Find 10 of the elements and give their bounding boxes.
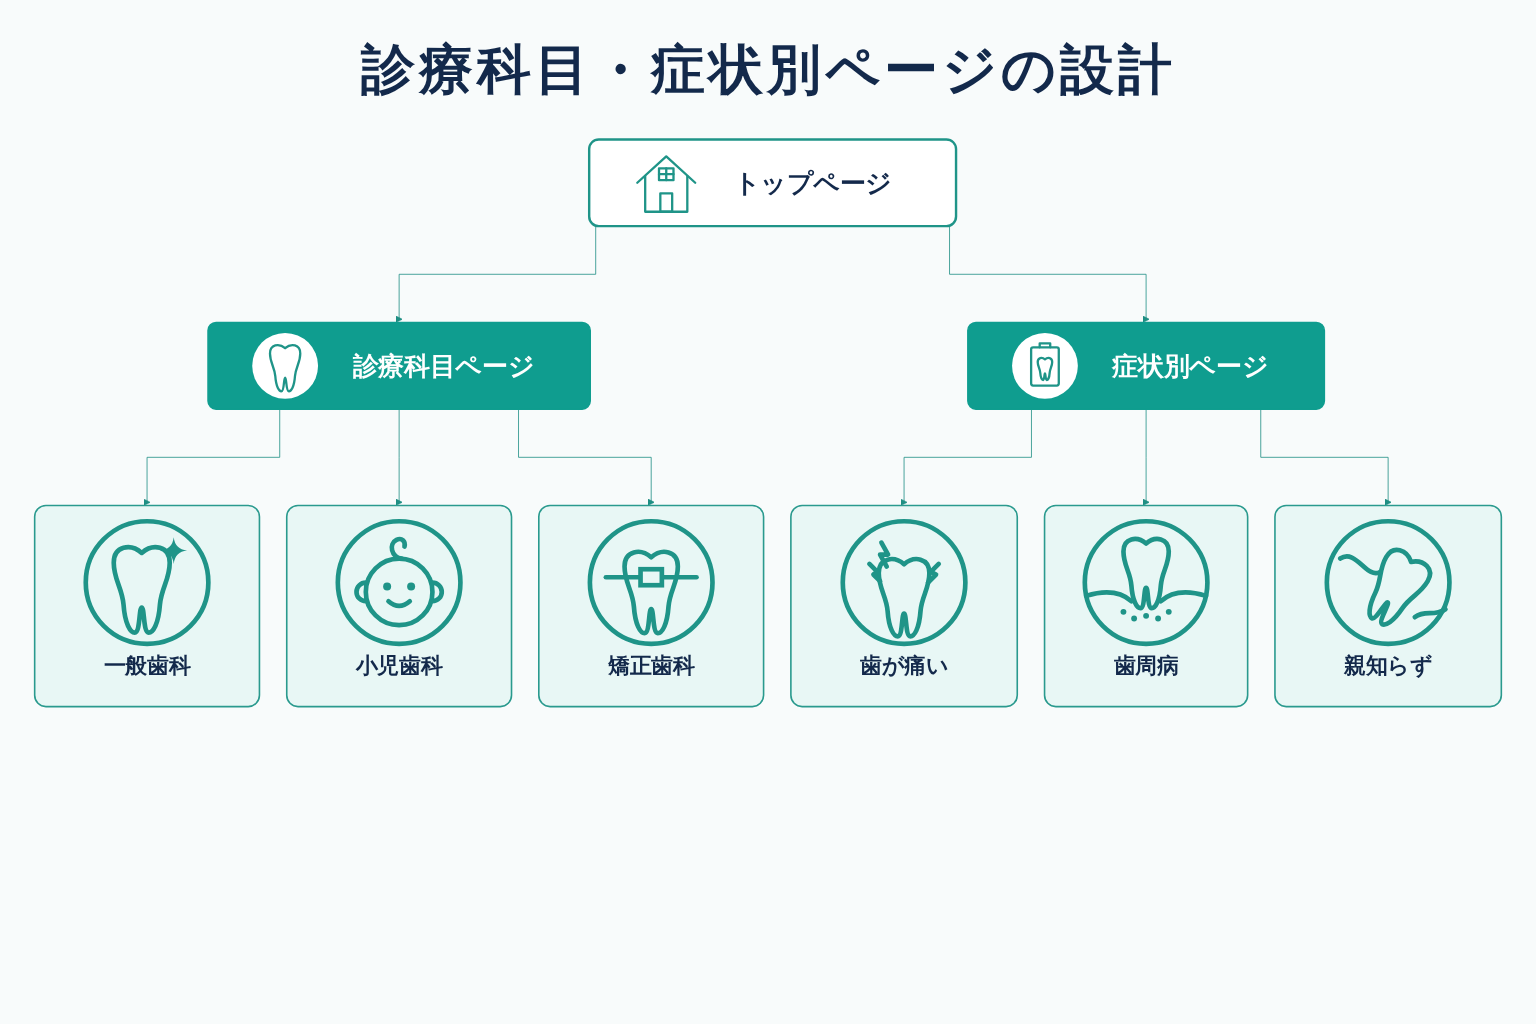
node-box: 歯が痛い <box>790 504 1019 708</box>
node-box: トップページ <box>587 138 958 228</box>
node-box: 症状別ページ <box>967 321 1326 410</box>
node-box: 矯正歯科 <box>538 504 765 708</box>
node-box: 一般歯科 <box>33 504 261 708</box>
node-box: 親知らず <box>1274 504 1503 708</box>
node-box: 小児歯科 <box>285 504 513 708</box>
node-box: 診療科目ページ <box>207 321 591 410</box>
title: 診療科目・症状別ページの設計 <box>359 37 1177 103</box>
node-box: 歯周病 <box>1043 504 1249 708</box>
